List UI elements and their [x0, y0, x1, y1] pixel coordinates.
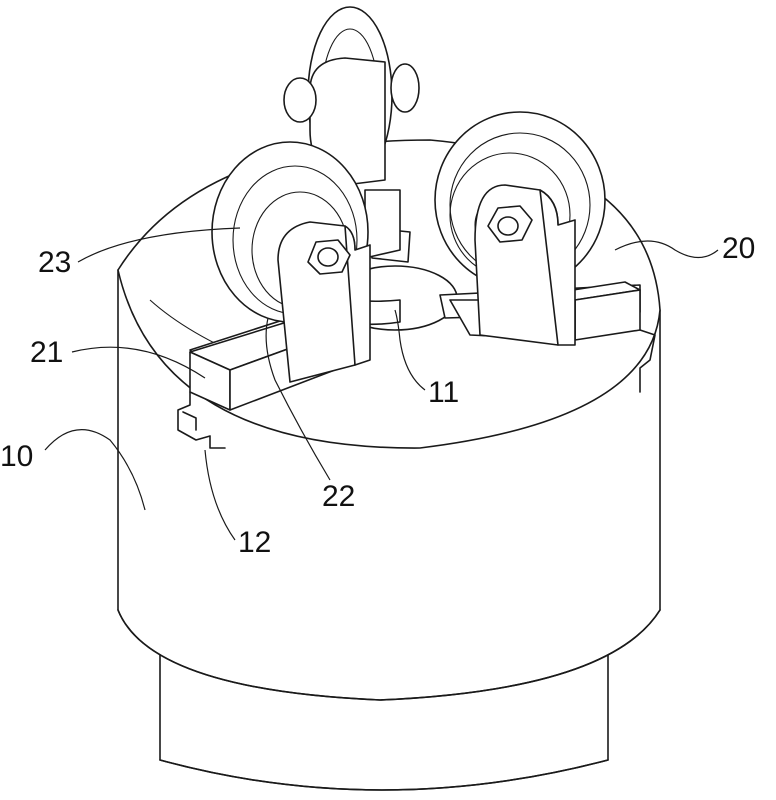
ref-10: 10	[0, 440, 33, 473]
ref-12: 12	[238, 526, 271, 559]
ref-23: 23	[38, 246, 71, 279]
ref-22: 22	[322, 480, 355, 513]
ref-11: 11	[428, 376, 459, 409]
ref-20: 20	[722, 232, 755, 265]
ref-21: 21	[30, 336, 63, 369]
